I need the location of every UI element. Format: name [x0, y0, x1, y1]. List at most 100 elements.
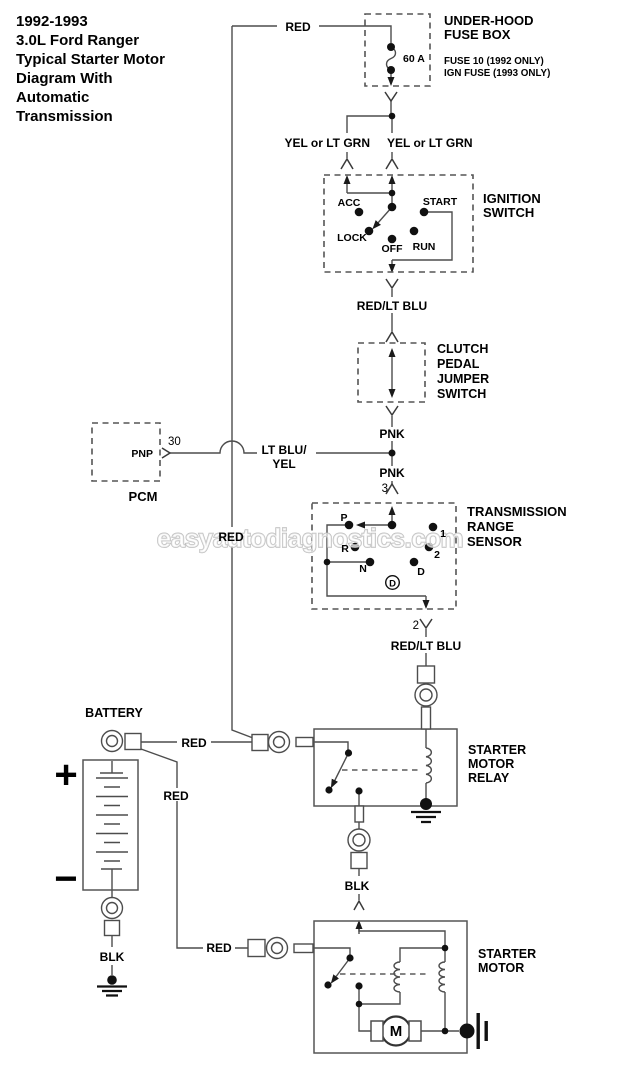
fuse-box-outline	[364, 13, 431, 87]
relay-title: STARTER	[468, 743, 526, 757]
ignition-title: IGNITION	[483, 191, 541, 206]
clutch-switch-box	[357, 342, 426, 403]
clutch-title: SWITCH	[437, 387, 486, 401]
starter-case-ground-symbol	[459, 1013, 488, 1049]
wire-label-ltbluyel: LT BLU/	[261, 443, 307, 457]
wire-label-blk: BLK	[345, 879, 370, 893]
battery-labels: BATTERY + −	[54, 706, 143, 901]
trs-pin-3: 3	[382, 483, 388, 495]
ignition-pos-acc: ACC	[338, 197, 361, 209]
relay-signal-terminal	[414, 665, 438, 730]
fuse-box-title: FUSE BOX	[444, 27, 511, 42]
title-line: 1992-1993	[16, 13, 88, 30]
fuse-note: IGN FUSE (1993 ONLY)	[444, 68, 550, 79]
trs-title: TRANSMISSION	[467, 504, 567, 519]
battery-plus-symbol: +	[54, 753, 77, 797]
trs-pos-n: N	[359, 563, 367, 575]
relay-battery-terminal	[251, 730, 314, 754]
title-line: 3.0L Ford Ranger	[16, 32, 139, 49]
watermark: easyautodiagnostics.com	[157, 523, 463, 553]
relay-labels: STARTER MOTOR RELAY	[468, 743, 526, 785]
wire-label-red: RED	[181, 736, 207, 750]
battery-ground-symbol	[97, 975, 127, 997]
relay-switch-arm	[330, 752, 350, 789]
ignition-pos-run: RUN	[413, 241, 436, 253]
wire-label-red: RED	[285, 20, 311, 34]
clutch-title: JUMPER	[437, 372, 489, 386]
title-line: Automatic	[16, 89, 89, 106]
wire-label-red: RED	[206, 941, 232, 955]
pcm-connector-pin	[161, 447, 172, 459]
starter-motor-box	[313, 920, 468, 1054]
trs-pos-od: D	[389, 579, 396, 590]
relay-title: RELAY	[468, 771, 510, 785]
battery-title: BATTERY	[85, 706, 143, 720]
title-line: Transmission	[16, 108, 113, 125]
starter-coils	[393, 961, 446, 993]
ignition-title: SWITCH	[483, 205, 534, 220]
trs-title: SENSOR	[467, 534, 523, 549]
arrowheads	[330, 72, 430, 984]
trs-pos-2: 2	[434, 549, 440, 561]
pcm-pin-number: 30	[168, 436, 181, 448]
pcm-pin-name: PNP	[131, 448, 153, 460]
wire-label-pnk: PNK	[379, 427, 405, 441]
relay-ground-symbol	[411, 798, 441, 824]
wire-label-redltblu: RED/LT BLU	[391, 639, 461, 653]
battery-outline	[82, 759, 139, 891]
wire-label-ltbluyel: YEL	[272, 457, 295, 471]
overdrive-circle	[385, 575, 401, 591]
title-line: Typical Starter Motor	[16, 51, 165, 68]
clutch-switch-labels: CLUTCH PEDAL JUMPER SWITCH	[437, 342, 489, 401]
trs-pos-p: P	[340, 512, 347, 524]
relay-output-terminal	[347, 805, 371, 870]
battery-minus-symbol: −	[54, 857, 77, 901]
pcm-box	[91, 422, 161, 482]
connector-chevrons	[161, 91, 433, 911]
trs-pin-2: 2	[413, 620, 419, 632]
wire-label-redltblu: RED/LT BLU	[357, 299, 427, 313]
fuse-element	[385, 43, 397, 74]
ignition-pos-start: START	[423, 196, 458, 208]
starter-title: STARTER	[478, 947, 536, 961]
wire-label-blk: BLK	[100, 950, 125, 964]
fuse-box-title: UNDER-HOOD	[444, 13, 534, 28]
trs-box	[311, 502, 457, 610]
trs-pos-1: 1	[440, 528, 446, 540]
trs-labels: 3 TRANSMISSION RANGE SENSOR P 1 R 2 N D …	[340, 483, 566, 632]
battery-negative-terminal	[100, 896, 124, 937]
wire-labels: RED YEL or LT GRN YEL or LT GRN RED/LT B…	[100, 20, 473, 964]
motor-letter: M	[390, 1023, 403, 1040]
clutch-title: CLUTCH	[437, 342, 488, 356]
ignition-switch-labels: IGNITION SWITCH ACC START LOCK OFF RUN	[337, 191, 541, 255]
junction-dots	[323, 112, 449, 1035]
motor-symbol	[370, 1015, 422, 1047]
ignition-pos-lock: LOCK	[337, 232, 367, 244]
switch-contact-dots	[344, 202, 438, 567]
ignition-switch-box	[323, 174, 474, 273]
title-block: 1992-1993 3.0L Ford Ranger Typical Start…	[16, 13, 165, 125]
wire-label-yel: YEL or LT GRN	[284, 136, 370, 150]
starter-labels: STARTER MOTOR M	[390, 947, 536, 1040]
fuse-box-labels: UNDER-HOOD FUSE BOX FUSE 10 (1992 ONLY) …	[403, 13, 550, 79]
wire-label-red: RED	[218, 530, 244, 544]
relay-box	[313, 728, 458, 807]
trs-title: RANGE	[467, 519, 514, 534]
starter-battery-terminal	[247, 936, 314, 960]
trs-pos-d: D	[417, 566, 425, 578]
clutch-title: PEDAL	[437, 357, 480, 371]
starter-title: MOTOR	[478, 961, 524, 975]
pcm-labels: 30 PNP PCM	[129, 436, 181, 504]
wire-label-red: RED	[163, 789, 189, 803]
trs-pos-r: R	[341, 543, 349, 555]
relay-coil	[425, 747, 432, 784]
fuse-note: FUSE 10 (1992 ONLY)	[444, 56, 544, 67]
title-line: Diagram With	[16, 70, 113, 87]
starter-switch-arm	[330, 957, 351, 984]
fuse-rating: 60 A	[403, 53, 425, 65]
wire-label-yel: YEL or LT GRN	[387, 136, 473, 150]
battery-positive-terminal	[100, 729, 142, 753]
relay-title: MOTOR	[468, 757, 514, 771]
